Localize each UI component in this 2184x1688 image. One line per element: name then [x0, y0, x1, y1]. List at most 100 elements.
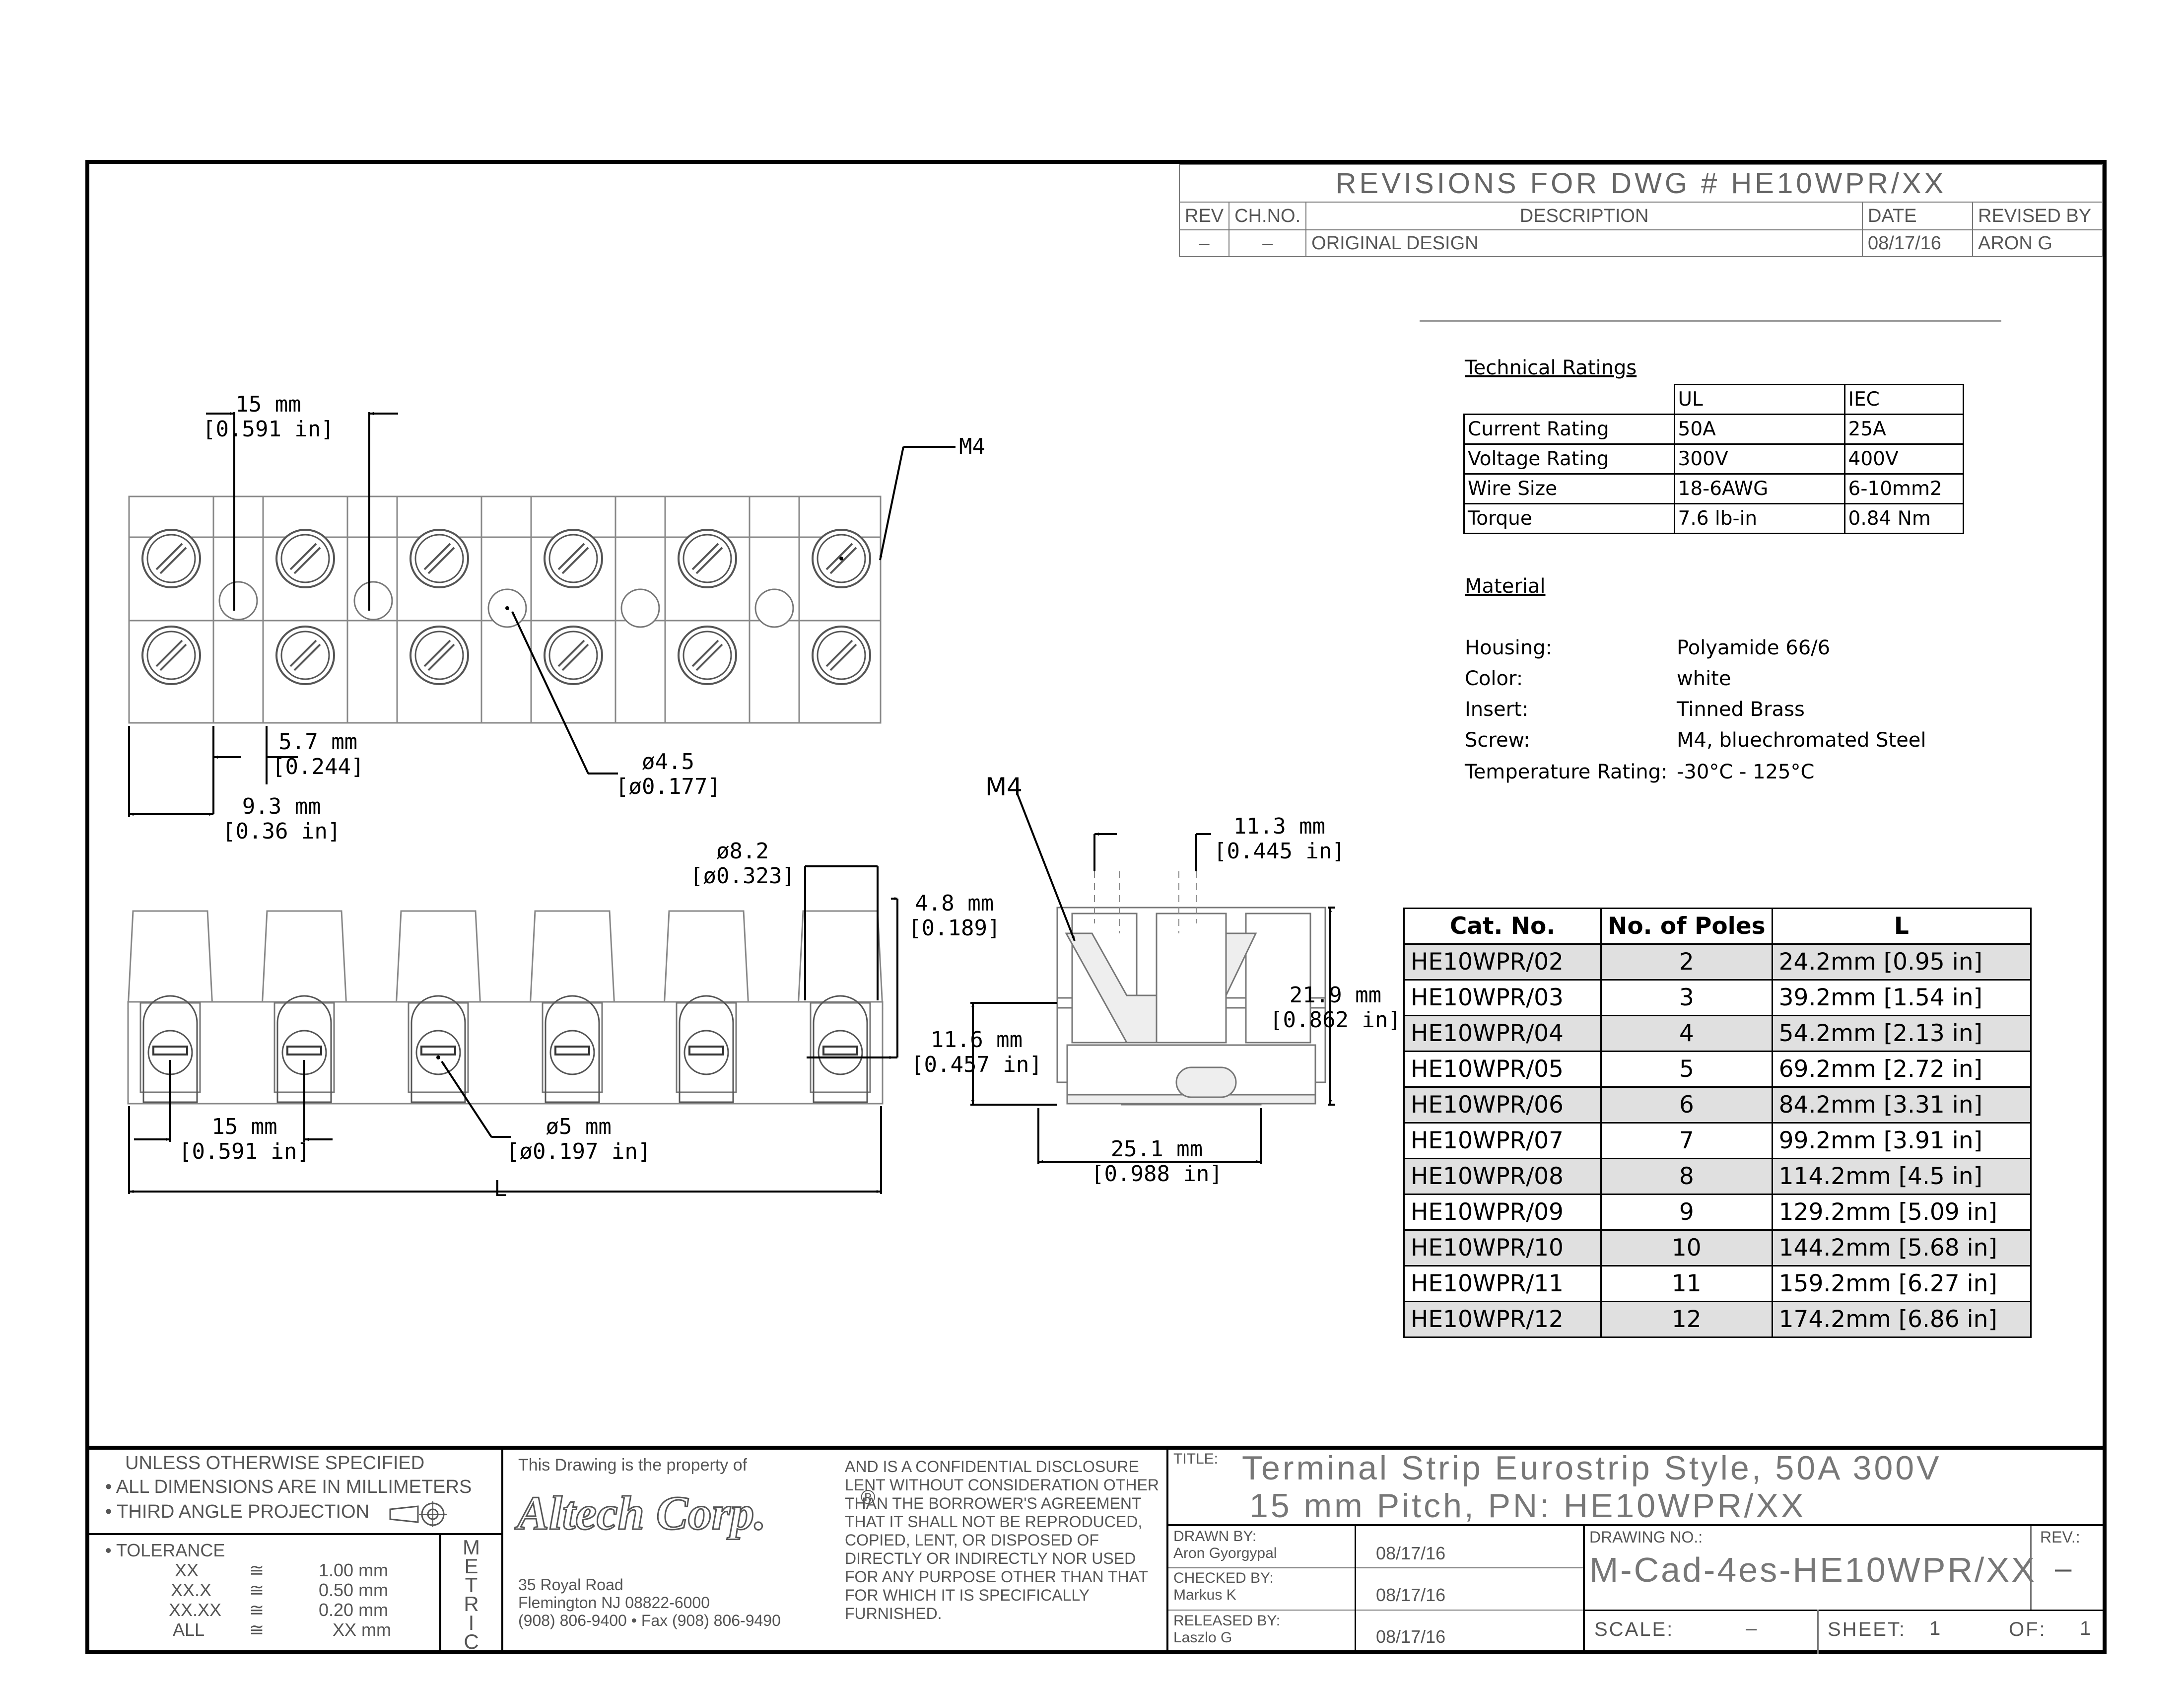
released-date: 08/17/16 [1376, 1626, 1446, 1647]
material-heading: Material [1465, 575, 1546, 598]
top-view [128, 495, 882, 724]
revision-title: REVISIONS FOR DWG # HE10WPR/XX [1179, 164, 2103, 203]
rating-label: Current Rating [1463, 414, 1675, 445]
drawn-by-name: Aron Gyorgypal [1173, 1545, 1277, 1561]
w113-label: 11.3 mm [0.445 in] [1214, 814, 1345, 864]
iec-header: IEC [1843, 384, 1964, 415]
released-by-name: Laszlo G [1173, 1629, 1232, 1646]
d45-label: ø4.5 [ø0.177] [615, 749, 721, 799]
drawing-title-line1: Terminal Strip Eurostrip Style, 50A 300V [1242, 1449, 1942, 1487]
checked-by-label: CHECKED BY: [1173, 1570, 1274, 1586]
h219-label: 21.9 mm [0.862 in] [1270, 983, 1401, 1033]
drawn-by-label: DRAWN BY: [1173, 1528, 1257, 1545]
material-value: white [1677, 667, 1731, 690]
third-angle-text: • THIRD ANGLE PROJECTION [105, 1501, 370, 1522]
rating-label: Wire Size [1463, 473, 1675, 504]
w93-label: 9.3 mm [0.36 in] [222, 794, 341, 844]
drawing-no-label: DRAWING NO.: [1589, 1528, 1703, 1546]
description-value: ORIGINAL DESIGN [1305, 229, 1863, 257]
h116-label: 11.6 mm [0.457 in] [911, 1027, 1042, 1077]
material-value: -30°C - 125°C [1677, 761, 1815, 783]
scale-label: SCALE: [1594, 1618, 1674, 1640]
technical-heading: Technical Ratings [1465, 356, 1637, 379]
address-line3: (908) 806-9400 • Fax (908) 806-9490 [518, 1612, 781, 1629]
rev-number: – [2055, 1551, 2072, 1585]
checked-date: 08/17/16 [1376, 1585, 1446, 1605]
rating-label: Torque [1463, 503, 1675, 534]
chno-header: CH.NO. [1228, 202, 1307, 230]
drawing-title-line2: 15 mm Pitch, PN: HE10WPR/XX [1249, 1487, 1806, 1525]
m4-top-label: M4 [959, 434, 985, 459]
material-label: Color: [1465, 667, 1523, 690]
top-dimension-lines [128, 412, 956, 817]
pitch-top-label: 15 mm [0.591 in] [203, 392, 334, 442]
w251-label: 25.1 mm [0.988 in] [1091, 1136, 1223, 1187]
d5-label: ø5 mm [ø0.197 in] [506, 1114, 651, 1164]
date-value: 08/17/16 [1862, 229, 1973, 257]
released-by-label: RELEASED BY: [1173, 1613, 1281, 1629]
material-label: Insert: [1465, 698, 1529, 721]
rev-label: REV.: [2040, 1528, 2080, 1546]
side-view [1056, 907, 1326, 1106]
front-dimension-lines [128, 865, 898, 1194]
material-label: Screw: [1465, 729, 1530, 752]
poles-header: No. of Poles [1600, 908, 1773, 945]
address-line1: 35 Royal Road [518, 1576, 623, 1594]
of-label: OF: [2009, 1618, 2047, 1640]
date-header: DATE [1862, 202, 1973, 230]
altech-logo: Altech Corp. [516, 1486, 766, 1541]
m4-side-label: M4 [985, 773, 1023, 801]
address-line2: Flemington NJ 08822-6000 [518, 1594, 710, 1612]
sheet-label: SHEET: [1828, 1618, 1907, 1640]
drawn-date: 08/17/16 [1376, 1543, 1446, 1563]
length-label: L [494, 1176, 507, 1201]
rev-value: – [1178, 229, 1230, 257]
sheet-value: 1 [1929, 1618, 1941, 1639]
scale-value: – [1746, 1618, 1757, 1639]
front-view [127, 910, 884, 1105]
revision-block: REVISIONS FOR DWG # HE10WPR/XX REV CH.NO… [1178, 164, 2103, 257]
separator-line [1420, 320, 2001, 322]
title-block: UNLESS OTHERWISE SPECIFIED • ALL DIMENSI… [85, 1446, 2107, 1654]
material-label: Housing: [1465, 636, 1553, 659]
revised-by-value: ARON G [1972, 229, 2103, 257]
material-value: M4, bluechromated Steel [1677, 729, 1926, 752]
revised-by-header: REVISED BY [1972, 202, 2103, 230]
property-text: This Drawing is the property of [518, 1456, 748, 1475]
checked-by-name: Markus K [1173, 1587, 1236, 1603]
pitch-bottom-label: 15 mm [0.591 in] [179, 1114, 310, 1164]
chno-value: – [1228, 229, 1307, 257]
material-value: Polyamide 66/6 [1677, 636, 1831, 659]
length-header: L [1771, 908, 2032, 945]
material-value: Tinned Brass [1677, 698, 1805, 721]
cat-no-header: Cat. No. [1403, 908, 1602, 945]
material-label: Temperature Rating: [1465, 761, 1668, 783]
d82-label: ø8.2 [ø0.323] [690, 839, 795, 889]
description-header: DESCRIPTION [1305, 202, 1863, 230]
drawing-number: M-Cad-4es-HE10WPR/XX [1589, 1550, 2037, 1589]
rating-label: Voltage Rating [1463, 443, 1675, 475]
rev-header: REV [1178, 202, 1230, 230]
all-dims-text: • ALL DIMENSIONS ARE IN MILLIMETERS [105, 1477, 472, 1497]
title-label: TITLE: [1173, 1451, 1219, 1467]
drawing-frame [85, 160, 2107, 1654]
side-dimension-lines [970, 794, 1335, 1164]
h48-label: 4.8 mm [0.189] [908, 891, 1001, 941]
registered-mark: ® [861, 1486, 876, 1508]
w57-label: 5.7 mm [0.244] [272, 729, 364, 779]
projection-icon [389, 1501, 447, 1527]
